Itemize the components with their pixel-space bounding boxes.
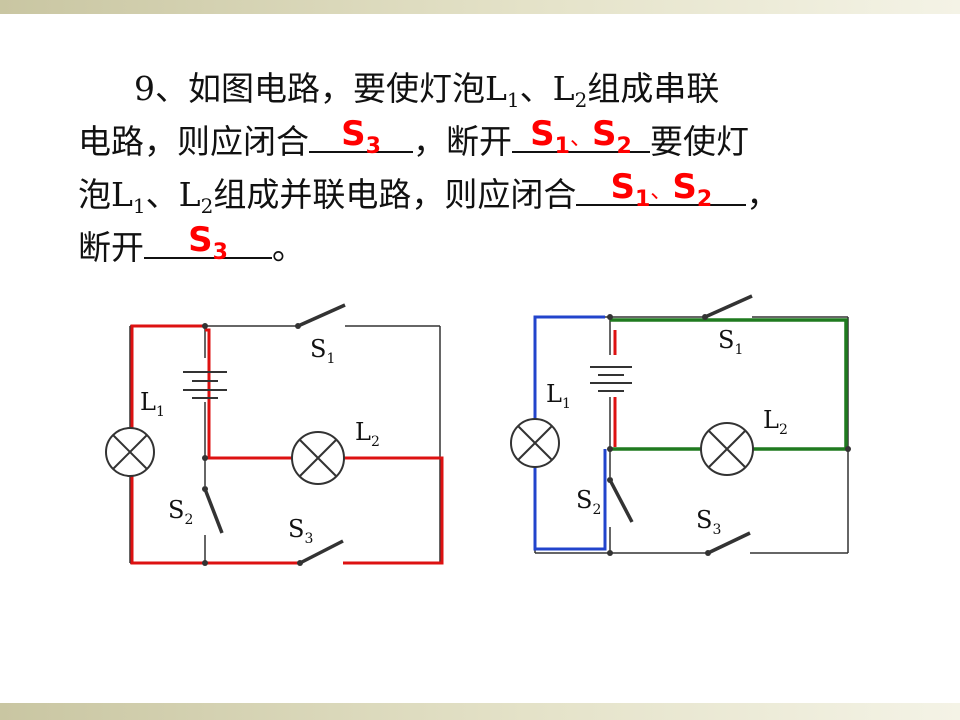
answer-parallel-open: S3	[188, 220, 228, 265]
bottom-decorative-band	[0, 703, 960, 720]
switch-s1-icon	[295, 303, 346, 329]
switch-s1-icon	[702, 294, 753, 320]
battery-icon	[183, 371, 227, 399]
label-s3: S3	[288, 515, 313, 547]
label-l2: L2	[763, 406, 788, 438]
switch-s2-icon	[607, 477, 634, 523]
parallel-circuit-diagram: L1 L2 S1 S2 S3	[510, 294, 851, 556]
label-s3: S3	[696, 506, 721, 538]
question-line-1: 9、如图电路，要使灯泡L1、L2组成串联	[134, 69, 720, 112]
label-s1: S1	[310, 335, 335, 367]
answer-blank-series-open: S1、S2	[512, 114, 650, 159]
parallel-l1-path	[533, 315, 607, 551]
answer-blank-parallel-open: S3	[144, 220, 272, 265]
switch-s2-icon	[202, 486, 224, 534]
lamp-l1-icon	[510, 418, 560, 468]
junction-dots	[202, 323, 208, 566]
junction-dots	[607, 314, 851, 556]
lamp-l1-icon	[105, 427, 155, 477]
label-s2: S2	[576, 486, 601, 518]
switch-s3-icon	[705, 531, 751, 556]
lamp-l2-icon	[700, 422, 754, 476]
answer-series-close: S3	[341, 114, 381, 159]
answer-series-open: S1、S2	[530, 114, 632, 159]
lamp-l2-icon	[291, 431, 345, 485]
label-s1: S1	[718, 326, 743, 358]
label-l1: L1	[546, 380, 571, 412]
label-s2: S2	[168, 496, 193, 528]
battery-icon	[590, 366, 632, 392]
switch-s3-icon	[297, 539, 344, 566]
series-path-left	[130, 324, 300, 565]
series-circuit-diagram: L1 L2 S1 S2 S3	[105, 303, 444, 566]
top-decorative-band	[0, 0, 960, 14]
answer-blank-parallel-close: S1、S2	[576, 167, 747, 212]
answer-blank-series-close: S3	[309, 114, 413, 159]
answer-parallel-close: S1、S2	[610, 167, 713, 212]
label-l2: L2	[355, 418, 380, 450]
label-l1: L1	[140, 388, 165, 420]
